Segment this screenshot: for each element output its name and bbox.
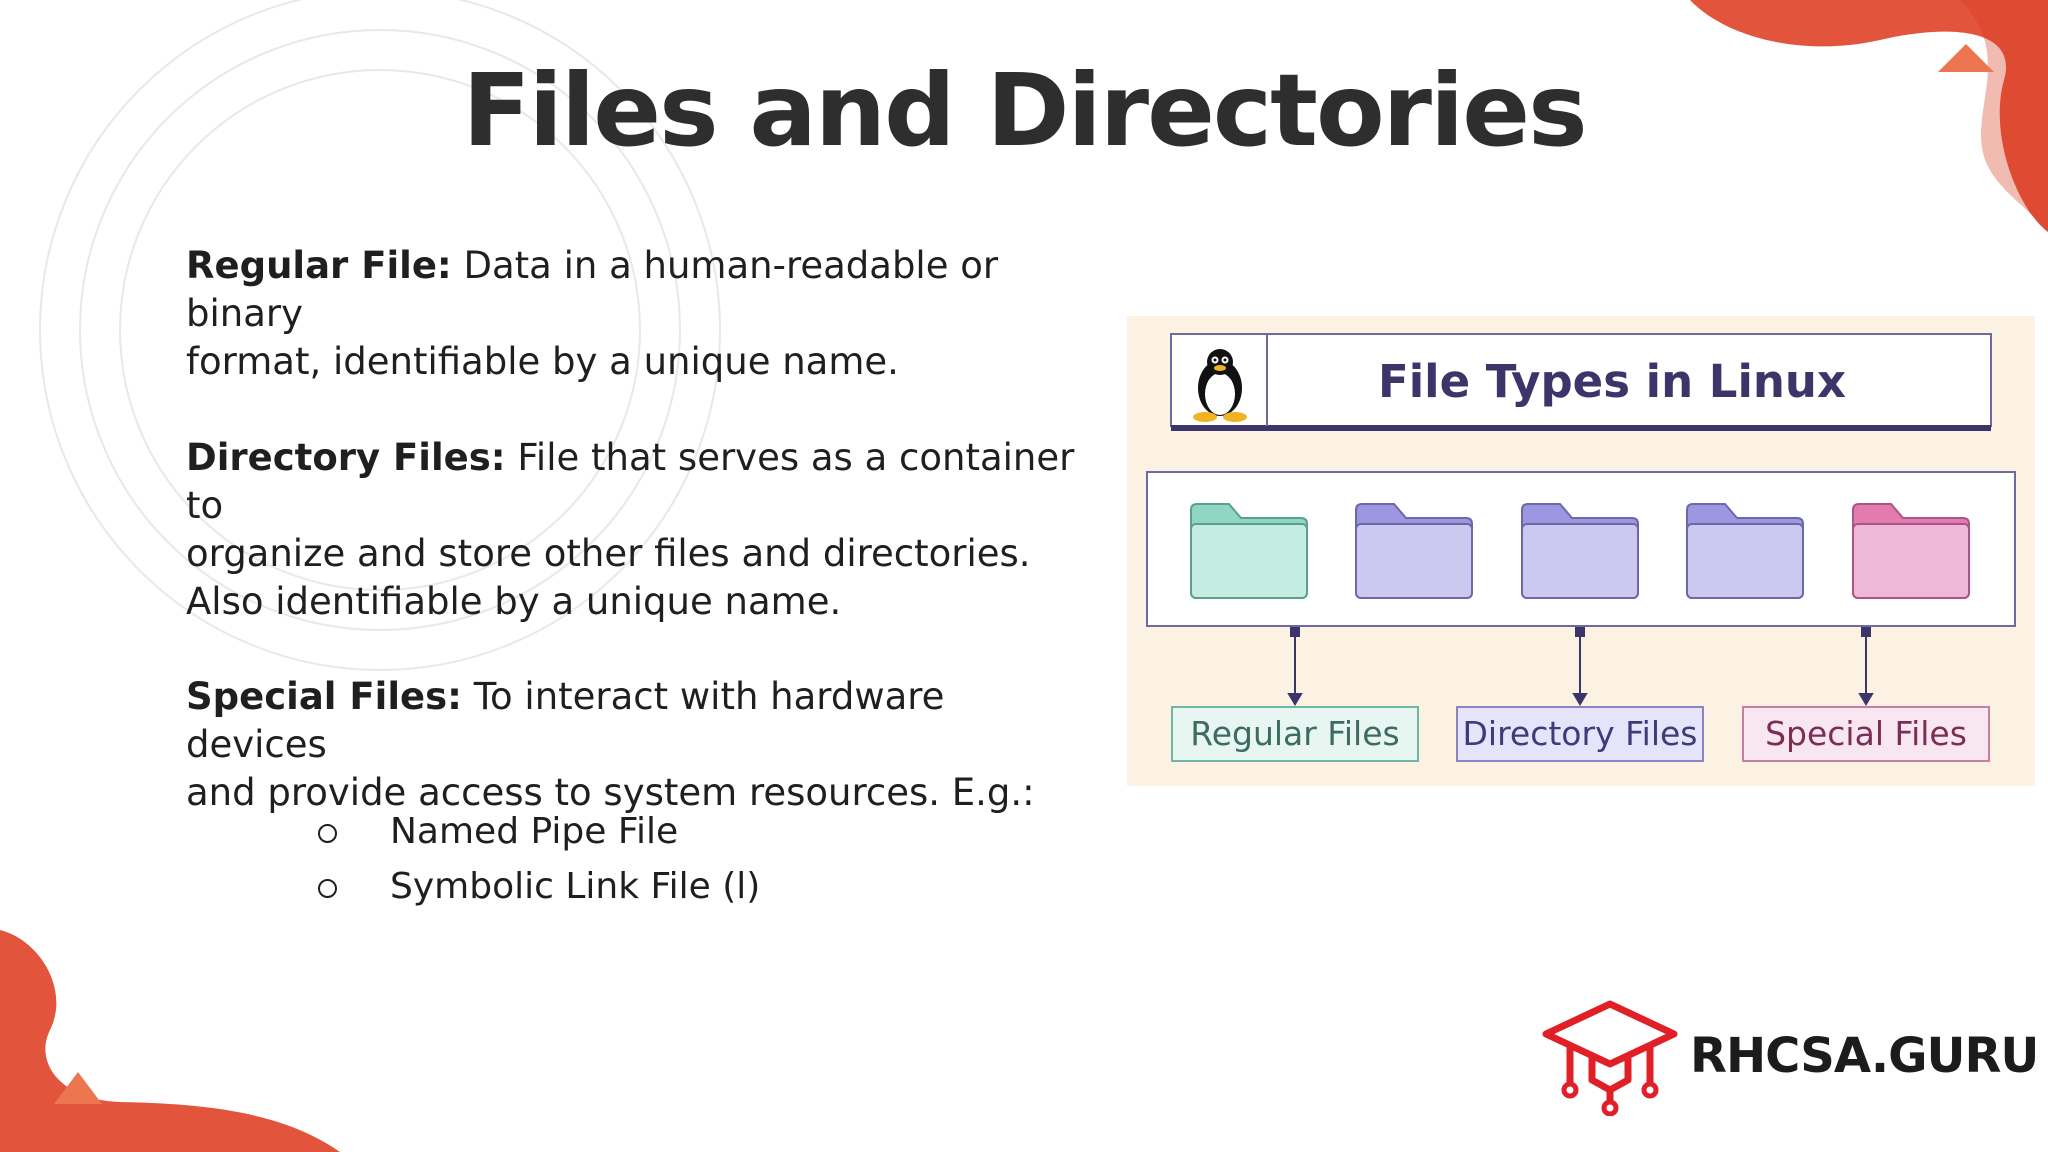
special-files-box: Special Files bbox=[1742, 706, 1990, 762]
directory-files-text-3: Also identifiable by a unique name. bbox=[186, 580, 842, 623]
directory-files-term: Directory Files: bbox=[186, 436, 506, 479]
linux-penguin-icon bbox=[1193, 349, 1247, 422]
regular-files-box: Regular Files bbox=[1171, 706, 1419, 762]
diagram-title: File Types in Linux bbox=[1378, 355, 1846, 408]
directory-files-box: Directory Files bbox=[1456, 706, 1704, 762]
directory-files-text-1: File that serves as a container to bbox=[186, 436, 1075, 527]
sub-item-symbolic-link: Symbolic Link File (l) bbox=[390, 866, 761, 907]
regular-file-text-2: format, identifiable by a unique name. bbox=[186, 340, 899, 383]
sub-item-named-pipe: Named Pipe File bbox=[390, 811, 679, 852]
special-files-description: Special Files: To interact with hardware… bbox=[186, 673, 1086, 817]
folder-icon-directory bbox=[1355, 503, 1473, 599]
directory-files-description: Directory Files: File that serves as a c… bbox=[186, 434, 1086, 626]
triangle-shape-bottom bbox=[54, 1072, 102, 1104]
file-types-diagram: File Types in Linux Regular Files Direct… bbox=[1127, 316, 2035, 786]
graduation-cap-circuit-icon bbox=[1542, 1000, 1678, 1116]
folder-icon-special bbox=[1852, 503, 1970, 599]
special-files-text-2: and provide access to system resources. … bbox=[186, 771, 1035, 814]
slide-title: Files and Directories bbox=[462, 52, 1587, 169]
folder-icon-regular bbox=[1190, 503, 1308, 599]
regular-file-term: Regular File: bbox=[186, 244, 452, 287]
bullet-circle-icon bbox=[318, 879, 337, 898]
folder-icon-directory bbox=[1521, 503, 1639, 599]
directory-files-text-2: organize and store other files and direc… bbox=[186, 532, 1031, 575]
special-files-term: Special Files: bbox=[186, 675, 462, 718]
folder-icon-directory bbox=[1686, 503, 1804, 599]
regular-file-description: Regular File: Data in a human-readable o… bbox=[186, 242, 1086, 386]
triangle-shape-top bbox=[1938, 44, 1994, 72]
bullet-circle-icon bbox=[318, 824, 337, 843]
brand-name: RHCSA.GURU bbox=[1690, 1028, 2039, 1084]
regular-file-text-1: Data in a human-readable or binary bbox=[186, 244, 999, 335]
special-files-text-1: To interact with hardware devices bbox=[186, 675, 945, 766]
